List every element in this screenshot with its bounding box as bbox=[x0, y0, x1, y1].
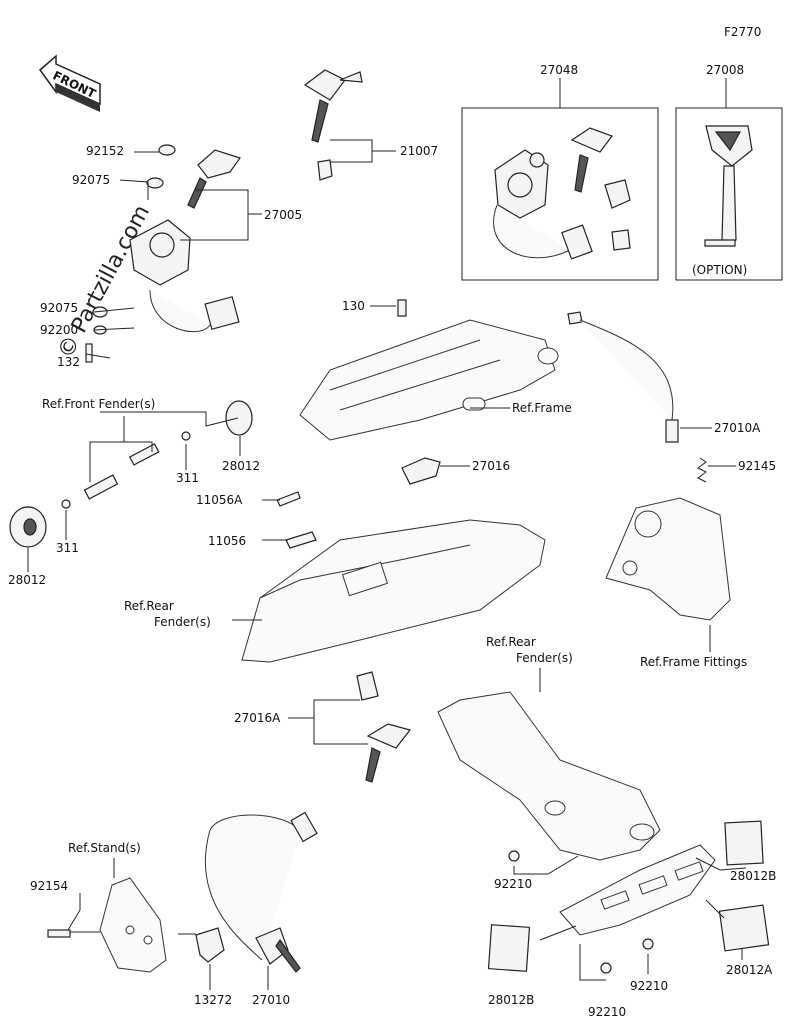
label-ref-stand: Ref.Stand(s) bbox=[68, 841, 141, 855]
label-ref-frame-fittings: Ref.Frame Fittings bbox=[640, 655, 747, 669]
label-ref-front-fender: Ref.Front Fender(s) bbox=[42, 397, 155, 411]
label-ref-rear-fender-b1: Ref.Rear bbox=[486, 635, 536, 649]
label-27010: 27010 bbox=[252, 993, 290, 1007]
key-blank-27008 bbox=[704, 125, 753, 247]
label-132: 132 bbox=[57, 355, 80, 369]
leader-lines bbox=[27, 78, 747, 990]
reflector-28012A bbox=[718, 904, 770, 952]
label-27008: 27008 bbox=[706, 63, 744, 77]
reflector-28012B-left bbox=[487, 924, 531, 972]
stand-switch-27010 bbox=[47, 811, 318, 973]
key-27016A bbox=[356, 671, 412, 783]
label-11056A: 11056A bbox=[196, 493, 243, 507]
label-92210-b: 92210 bbox=[630, 979, 668, 993]
front-reflector-parts bbox=[9, 400, 253, 548]
rear-fender-middle bbox=[241, 491, 546, 663]
label-92075-top: 92075 bbox=[72, 173, 110, 187]
ignition-switch-27005 bbox=[85, 144, 241, 363]
bracket-27016 bbox=[401, 457, 441, 485]
label-ref-rear-fender-1: Ref.Rear bbox=[124, 599, 174, 613]
frame-bracket bbox=[299, 299, 559, 441]
label-92154: 92154 bbox=[30, 879, 68, 893]
kit-27048-parts bbox=[493, 127, 631, 260]
label-92210-a: 92210 bbox=[494, 877, 532, 891]
label-92075-bottom: 92075 bbox=[40, 301, 78, 315]
label-ref-rear-fender-b2: Fender(s) bbox=[516, 651, 573, 665]
label-11056: 11056 bbox=[208, 534, 246, 548]
label-ref-rear-fender-2: Fender(s) bbox=[154, 615, 211, 629]
front-arrow-icon: FRONT bbox=[38, 54, 101, 112]
label-27016A: 27016A bbox=[234, 711, 281, 725]
label-130: 130 bbox=[342, 299, 365, 313]
label-92145: 92145 bbox=[738, 459, 776, 473]
rear-fender-lower bbox=[437, 691, 661, 861]
seat-lock-cable-27010A bbox=[567, 311, 707, 483]
label-option: (OPTION) bbox=[692, 263, 747, 277]
label-28012-upper: 28012 bbox=[222, 459, 260, 473]
frame-fittings bbox=[605, 497, 731, 621]
label-28012B-left: 28012B bbox=[488, 993, 534, 1007]
label-92152: 92152 bbox=[86, 144, 124, 158]
label-27010A: 27010A bbox=[714, 421, 761, 435]
label-311-upper: 311 bbox=[176, 471, 199, 485]
label-92200: 92200 bbox=[40, 323, 78, 337]
figure-code: F2770 bbox=[724, 25, 761, 39]
watermark: © Partzilla.com bbox=[53, 201, 155, 363]
label-28012A: 28012A bbox=[726, 963, 773, 977]
key-21007 bbox=[303, 69, 363, 181]
reflector-28012B-right bbox=[724, 820, 764, 866]
label-92210-c: 92210 bbox=[588, 1005, 626, 1019]
nuts-92210 bbox=[508, 850, 654, 974]
label-ref-frame: Ref.Frame bbox=[512, 401, 572, 415]
label-28012-lower: 28012 bbox=[8, 573, 46, 587]
label-27005: 27005 bbox=[264, 208, 302, 222]
label-28012B-right: 28012B bbox=[730, 869, 776, 883]
license-bracket bbox=[559, 844, 716, 936]
label-311-lower: 311 bbox=[56, 541, 79, 555]
kit-box-27008 bbox=[675, 107, 783, 281]
label-27048: 27048 bbox=[540, 63, 578, 77]
label-27016: 27016 bbox=[472, 459, 510, 473]
label-21007: 21007 bbox=[400, 144, 438, 158]
label-13272: 13272 bbox=[194, 993, 232, 1007]
